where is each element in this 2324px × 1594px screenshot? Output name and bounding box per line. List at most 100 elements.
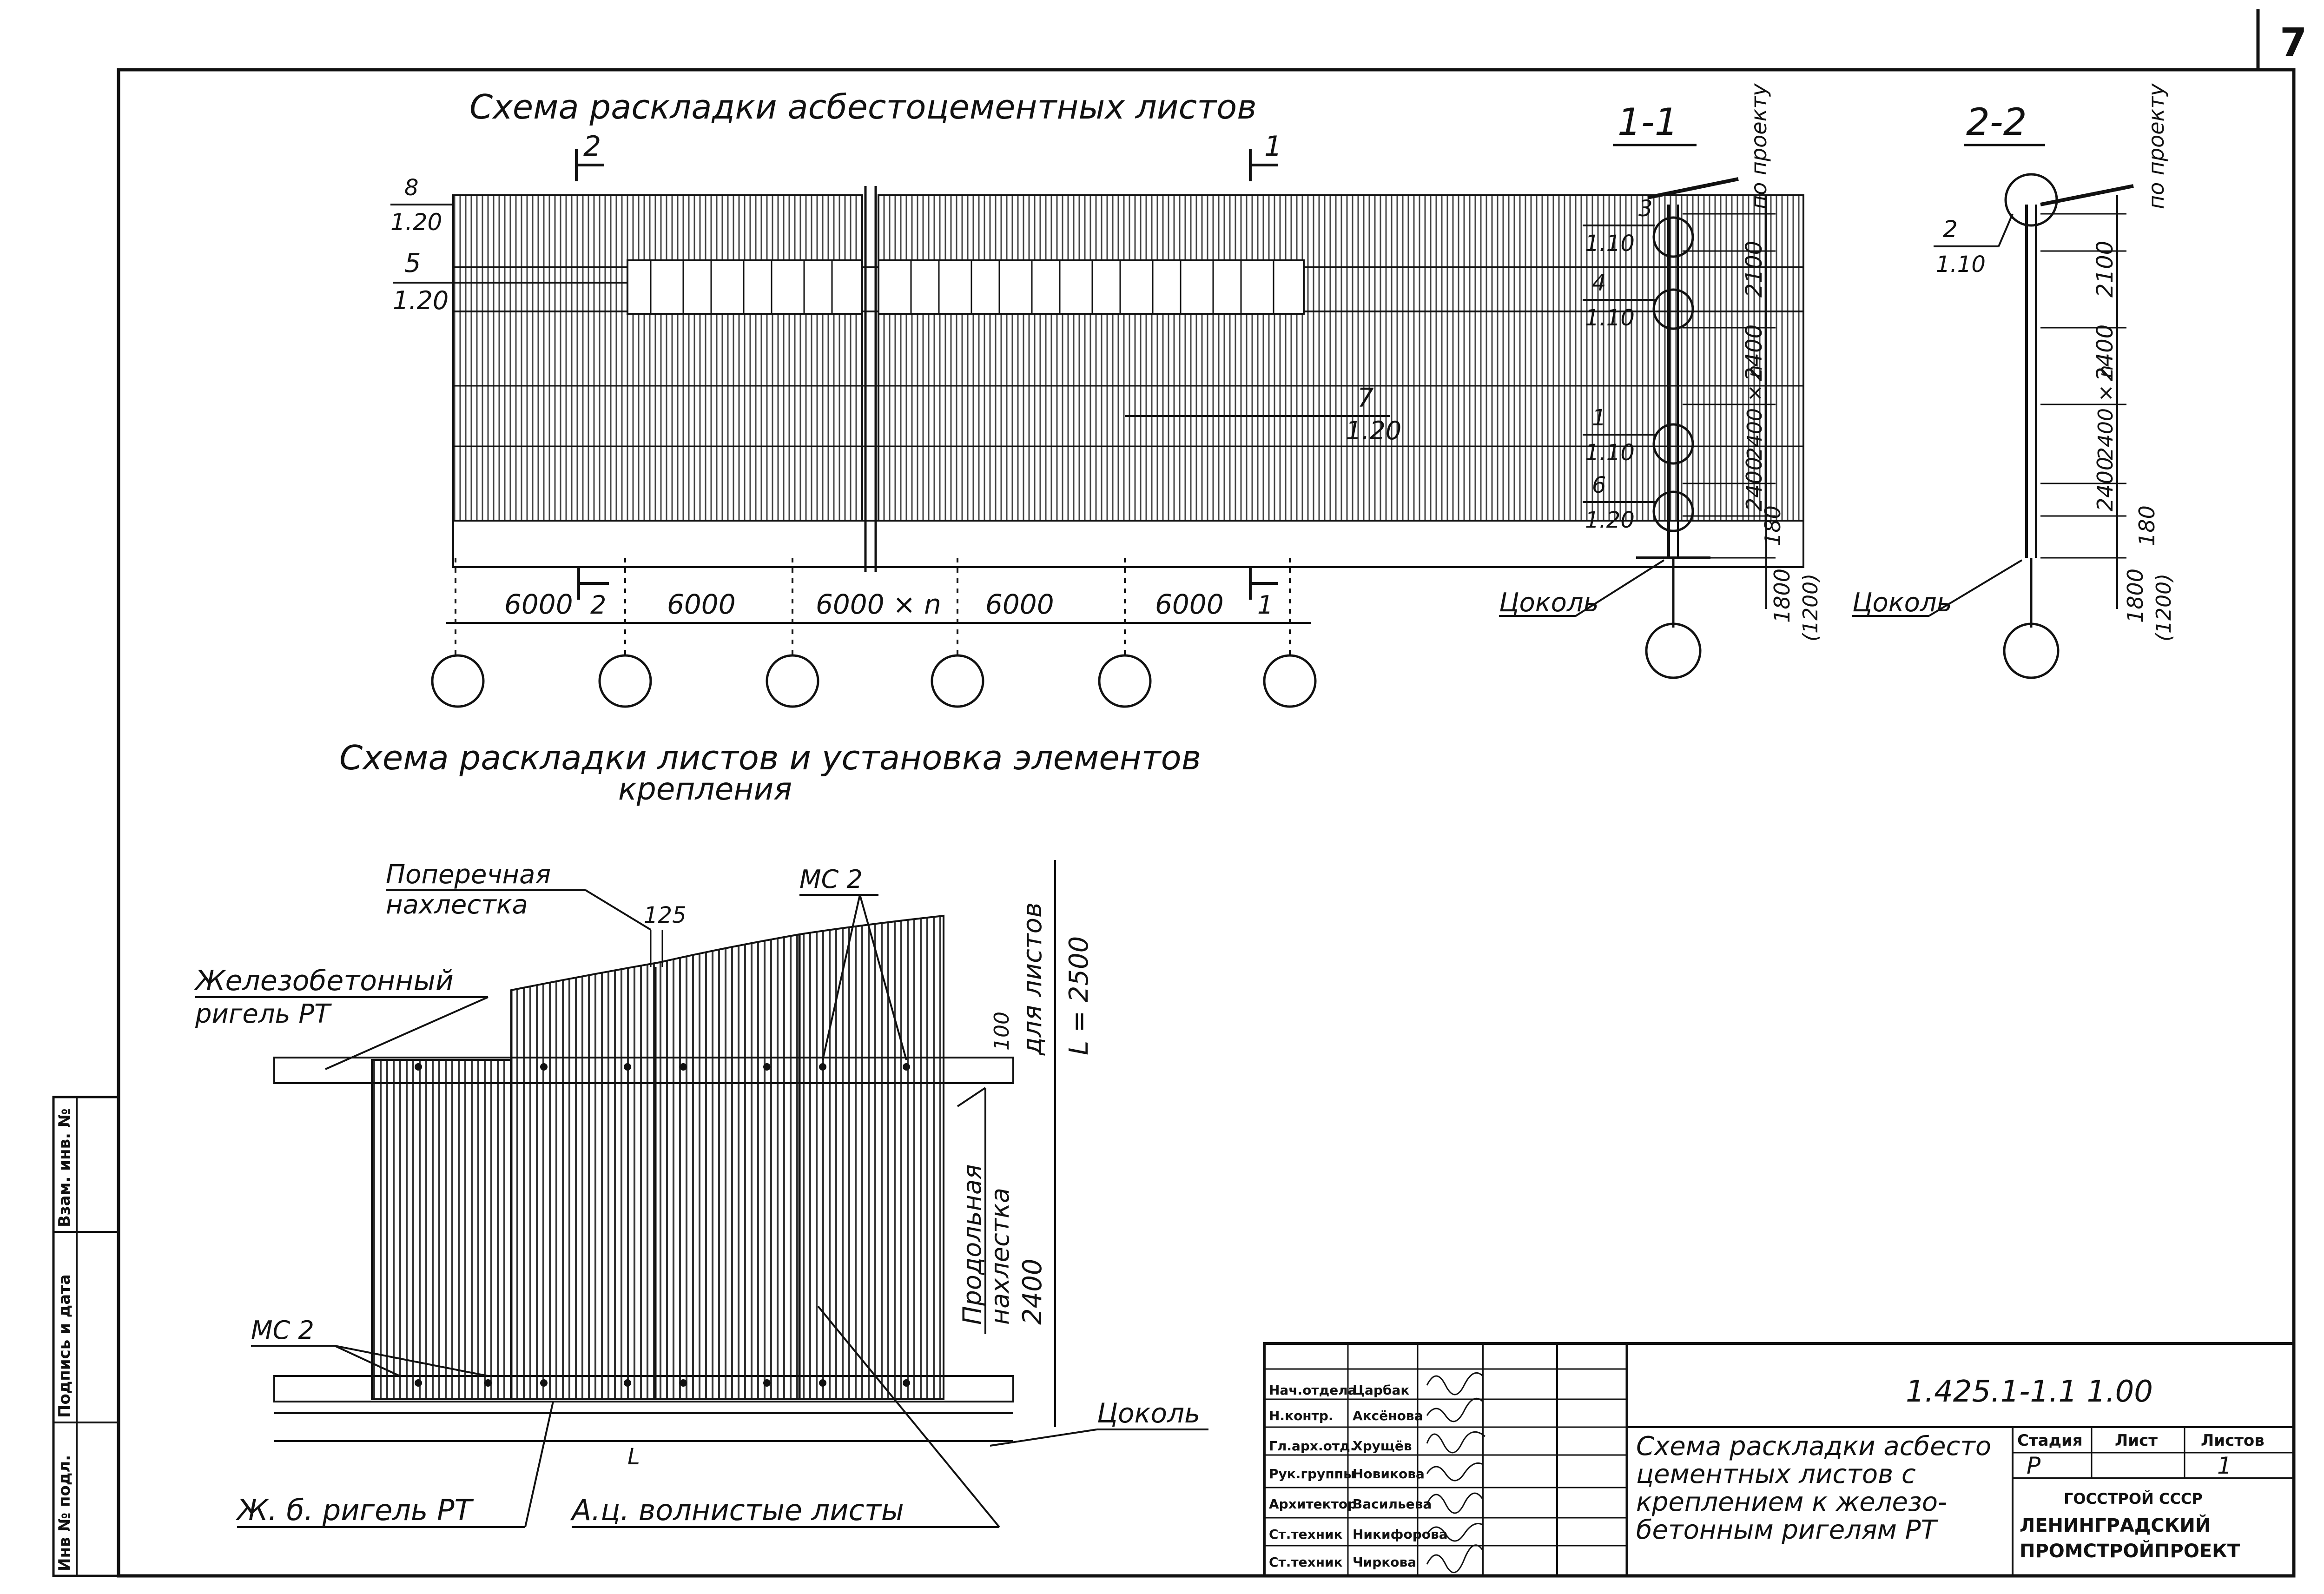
- drawing-label: Чиркова: [1353, 1554, 1416, 1570]
- callout-5: 5 1.20: [393, 248, 627, 315]
- drawing-label: Схема раскладки асбесто: [1636, 1431, 1991, 1462]
- drawing-label: 1: [1257, 590, 1273, 620]
- drawing-label: 1.10: [1936, 251, 1986, 278]
- section-2-2-title: 2-2: [1966, 100, 2027, 144]
- drawing-label: 6: [1592, 472, 1606, 498]
- drawing-label: Васильева: [1353, 1496, 1432, 1512]
- drawing-label: Железобетонный: [193, 965, 454, 997]
- detail-title-2: крепления: [618, 771, 792, 807]
- callout-7: 7 1.20: [1125, 383, 1401, 445]
- drawing-label: Цоколь: [1097, 1397, 1200, 1429]
- facade-panel-left: [452, 194, 863, 522]
- page-number: 7: [2280, 20, 2307, 65]
- drawing-label: 1.10: [1585, 305, 1635, 331]
- drawing-label: для листов: [1017, 902, 1048, 1056]
- drawing-label: ригель РТ: [195, 999, 332, 1029]
- drawing-label: Лист: [2115, 1431, 2158, 1450]
- drawing-label: 6000: [985, 589, 1054, 620]
- drawing-label: Цоколь: [1499, 588, 1599, 618]
- facade-title: Схема раскладки асбестоцементных листов: [469, 87, 1257, 126]
- drawing-label: 180: [1760, 505, 1785, 546]
- drawing-label: Н.контр.: [1269, 1408, 1334, 1423]
- drawing-label: 1.10: [1585, 440, 1635, 466]
- drawing-label: Царбак: [1353, 1382, 1409, 1398]
- drawing-label: 1.20: [1585, 507, 1635, 533]
- title-block: Нач.отдела Н.контр. Гл.арх.отд. Рук.груп…: [1263, 1342, 2295, 1577]
- drawing-label: 180: [2134, 505, 2159, 546]
- section-mark-right: 1: [1249, 130, 1282, 181]
- window-band: [627, 259, 1305, 315]
- facade-dims: 6000 6000 6000 × n 6000 6000 2 1: [431, 558, 1317, 708]
- drawing-label: 100: [990, 1012, 1014, 1051]
- drawing-label: 1.20: [1346, 416, 1401, 445]
- drawing-label: Аксёнова: [1353, 1408, 1423, 1423]
- drawing-label: цементных листов с: [1636, 1459, 1916, 1489]
- drawing-label: 2: [590, 590, 606, 620]
- drawing-label: 125: [644, 902, 687, 928]
- drawing-label: 8: [404, 175, 419, 201]
- strip-inv: Инв № подл.: [55, 1455, 74, 1571]
- drawing-label: (1200): [2152, 574, 2176, 642]
- drawing-label: 2100: [1741, 241, 1767, 298]
- drawing-label: МС 2: [799, 865, 863, 894]
- drawing-label: 5: [404, 248, 421, 278]
- drawing-label: А.ц. волнистые листы: [570, 1493, 904, 1527]
- drawing-label: нахлестка: [985, 1188, 1015, 1325]
- drawing-label: Р: [2027, 1452, 2041, 1479]
- drawing-label: Стадия: [2017, 1431, 2083, 1450]
- drawing-label: креплением к железо-: [1636, 1487, 1947, 1517]
- section-1-1: 1-1 3 1.10 4 1.10 1 1.10 6 1.20: [1499, 83, 1822, 679]
- drawing-label: L = 2500: [1064, 936, 1094, 1055]
- sheet-frame: 7: [117, 9, 2307, 1578]
- drawing-label: 1: [1592, 405, 1606, 431]
- drawing-label: по проекту: [1746, 83, 1771, 209]
- section-2-2: 2-2 2 1.10 по проекту 2100 2400 2400 × n…: [1852, 83, 2176, 679]
- drawing-label: Поперечная: [386, 860, 551, 890]
- drawing-label: 1800: [2123, 569, 2148, 623]
- drawing-label: ПРОМСТРОЙПРОЕКТ: [2020, 1540, 2240, 1562]
- drawing-label: 4: [1592, 270, 1606, 296]
- drawing-label: Архитектор: [1269, 1496, 1357, 1512]
- drawing-label: ЛЕНИНГРАДСКИЙ: [2020, 1514, 2211, 1536]
- drawing-label: Ж. б. ригель РТ: [235, 1493, 474, 1527]
- drawing-label: 1.20: [390, 209, 442, 236]
- drawing-label: по проекту: [2144, 83, 2169, 209]
- drawing-label: 1.10: [1585, 231, 1635, 257]
- drawing-label: 6000: [667, 589, 736, 620]
- drawing-label: Ст.техник: [1269, 1527, 1343, 1542]
- drawing-label: 3: [1638, 196, 1653, 222]
- drawing-label: 2400: [2093, 457, 2118, 511]
- facade-panel-right: [878, 194, 1804, 522]
- drawing-label: 2400: [1017, 1258, 1048, 1325]
- drawing-label: 2400: [2092, 324, 2118, 381]
- drawing-label: 6000: [1155, 589, 1224, 620]
- drawing-label: Новикова: [1353, 1466, 1425, 1482]
- drawing-label: 1.20: [393, 286, 449, 315]
- drawing-label: бетонным ригелям РТ: [1636, 1515, 1938, 1545]
- section-1-1-title: 1-1: [1618, 100, 1678, 144]
- drawing-label: нахлестка: [386, 890, 528, 920]
- detail-title-1: Схема раскладки листов и установка элеме…: [339, 738, 1201, 777]
- drawing-label: Рук.группы: [1269, 1466, 1355, 1482]
- left-strip: Инв № подл. Подпись и дата Взам. инв. №: [52, 1096, 120, 1577]
- drawing-label: МС 2: [251, 1316, 314, 1345]
- strip-replace: Взам. инв. №: [55, 1108, 74, 1227]
- drawing-label: Гл.арх.отд.: [1269, 1438, 1355, 1454]
- section-mark-left: 2: [575, 130, 604, 181]
- drawing-label: 1: [1264, 130, 1282, 163]
- drawing-label: Продольная: [957, 1164, 987, 1325]
- callout-8: 8 1.20: [390, 175, 453, 236]
- drawing-label: Ст.техник: [1269, 1554, 1343, 1570]
- drawing-label: Нач.отдела: [1269, 1382, 1357, 1398]
- drawing-label: 2100: [2092, 241, 2118, 298]
- drawing-label: 2400 × n: [1743, 365, 1767, 460]
- drawing-label: L: [627, 1444, 640, 1470]
- drawing-label: 2400: [1742, 457, 1767, 511]
- drawing-label: 6000 × n: [816, 589, 941, 620]
- drawing-label: Хрущёв: [1353, 1438, 1412, 1454]
- facade-scheme: Схема раскладки асбестоцементных листов: [390, 87, 1804, 708]
- drawing-label: 7: [1357, 383, 1374, 413]
- drawing-label: ГОССТРОЙ СССР: [2064, 1490, 2203, 1508]
- drawing-label: 2: [1943, 216, 1958, 243]
